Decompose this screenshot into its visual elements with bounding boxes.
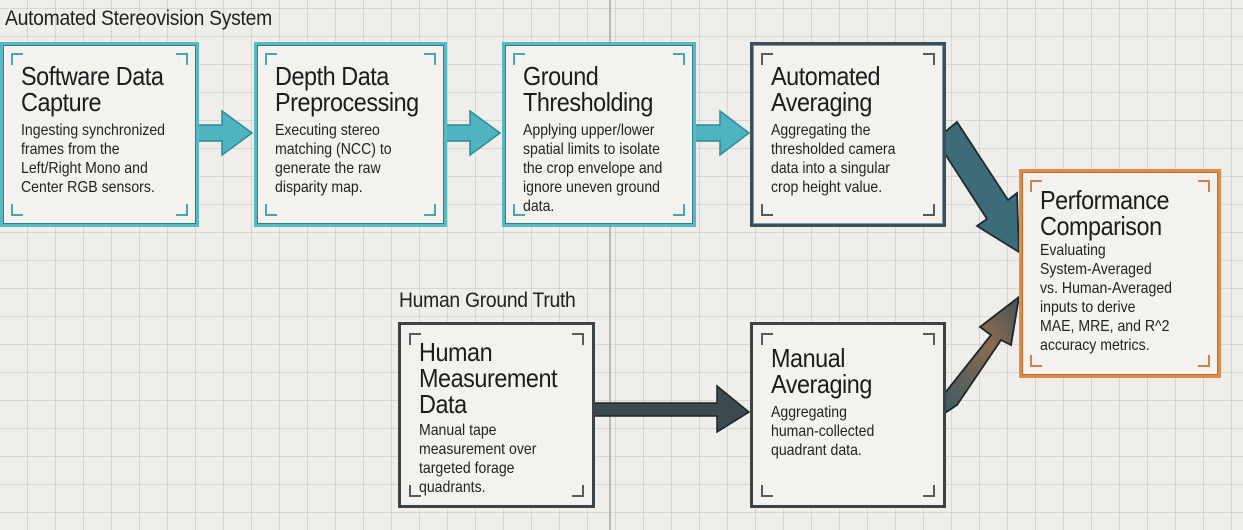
node-title: Depth Data Preprocessing	[275, 61, 419, 117]
corner-bracket-icon	[176, 53, 188, 65]
arrow-4-icon	[936, 120, 1020, 254]
corner-bracket-icon	[1030, 180, 1042, 192]
node-description: Applying upper/lower spatial limits to i…	[523, 122, 663, 215]
corner-bracket-icon	[11, 53, 23, 65]
node-description: Aggregating human-collected quadrant dat…	[771, 404, 875, 459]
node-title: Automated Averaging	[771, 61, 881, 117]
node-title: Manual Averaging	[771, 343, 872, 399]
arrow-3-icon	[694, 109, 751, 157]
corner-bracket-icon	[923, 53, 935, 65]
node-automated-averaging[interactable]: Automated Averaging Aggregating the thre…	[750, 42, 946, 227]
corner-bracket-icon	[11, 204, 23, 216]
corner-bracket-icon	[424, 53, 436, 65]
node-human-measurement-data[interactable]: Human Measurement Data Manual tape measu…	[398, 322, 595, 508]
corner-bracket-icon	[1198, 180, 1210, 192]
corner-bracket-icon	[761, 204, 773, 216]
node-description: Executing stereo matching (NCC) to gener…	[275, 122, 392, 196]
node-title: Performance Comparison	[1040, 185, 1170, 241]
node-description: Evaluating System-Averaged vs. Human-Ave…	[1040, 242, 1172, 354]
corner-bracket-icon	[572, 485, 584, 497]
node-description: Aggregating the thresholded camera data …	[771, 122, 896, 196]
corner-bracket-icon	[176, 204, 188, 216]
corner-bracket-icon	[673, 204, 685, 216]
node-software-data-capture[interactable]: Software Data Capture Ingesting synchron…	[0, 42, 199, 227]
node-manual-averaging[interactable]: Manual Averaging Aggregating human-colle…	[750, 322, 946, 508]
corner-bracket-icon	[572, 333, 584, 345]
corner-bracket-icon	[409, 485, 421, 497]
section-label-human: Human Ground Truth	[399, 289, 576, 312]
node-title: Human Measurement Data	[419, 337, 558, 419]
node-description: Manual tape measurement over targeted fo…	[419, 422, 537, 496]
node-depth-data-preprocessing[interactable]: Depth Data Preprocessing Executing stere…	[254, 42, 447, 227]
divider-line	[609, 0, 611, 530]
arrow-5-icon	[593, 384, 751, 434]
node-title: Software Data Capture	[21, 61, 164, 117]
arrow-6-icon	[944, 294, 1021, 415]
corner-bracket-icon	[513, 204, 525, 216]
corner-bracket-icon	[513, 53, 525, 65]
corner-bracket-icon	[761, 333, 773, 345]
corner-bracket-icon	[1198, 355, 1210, 367]
node-description: Ingesting synchronized frames from the L…	[21, 122, 166, 196]
corner-bracket-icon	[409, 333, 421, 345]
corner-bracket-icon	[923, 204, 935, 216]
node-title: Ground Thresholding	[523, 61, 653, 117]
corner-bracket-icon	[424, 204, 436, 216]
corner-bracket-icon	[761, 53, 773, 65]
arrow-2-icon	[445, 109, 502, 157]
corner-bracket-icon	[1030, 355, 1042, 367]
section-label-automated: Automated Stereovision System	[5, 7, 272, 30]
corner-bracket-icon	[923, 485, 935, 497]
arrow-1-icon	[197, 109, 254, 157]
corner-bracket-icon	[673, 53, 685, 65]
corner-bracket-icon	[761, 485, 773, 497]
corner-bracket-icon	[923, 333, 935, 345]
corner-bracket-icon	[265, 204, 277, 216]
node-performance-comparison[interactable]: Performance Comparison Evaluating System…	[1019, 169, 1221, 378]
node-ground-thresholding[interactable]: Ground Thresholding Applying upper/lower…	[502, 42, 696, 227]
corner-bracket-icon	[265, 53, 277, 65]
